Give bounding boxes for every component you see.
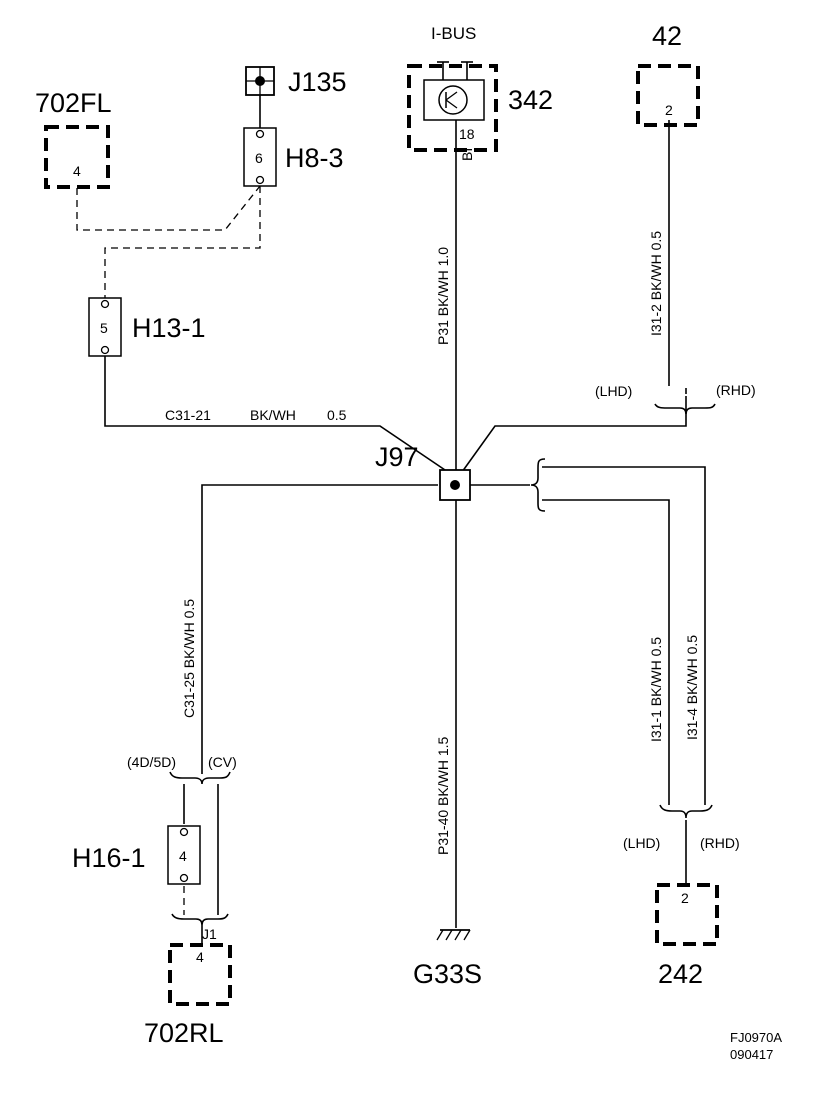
connector-h16-1-label: H16-1 <box>72 843 146 873</box>
connector-h8-3-label: H8-3 <box>285 143 344 173</box>
component-342-pin: 18 <box>459 126 475 142</box>
ground-g33s-label: G33S <box>413 959 482 989</box>
component-702rl-pin: 4 <box>196 949 204 965</box>
component-42-label: 42 <box>652 21 682 51</box>
component-42 <box>636 64 700 127</box>
component-42-pin: 2 <box>665 102 673 118</box>
wire-702fl-h8-3 <box>76 185 261 231</box>
wire-label-c31-25: C31-25 BK/WH 0.5 <box>181 599 197 718</box>
component-342-pin-color: BI <box>459 148 475 161</box>
wire-c31-25 <box>201 484 438 774</box>
wire-label-c31-21-size: 0.5 <box>327 407 347 423</box>
connector-h13-1-pin: 5 <box>100 320 108 336</box>
connector-h8-3-pin: 6 <box>255 150 263 166</box>
wire-i31-1 <box>542 499 670 805</box>
variant-rhd-bottom: (RHD) <box>700 835 740 851</box>
connector-h16-1-pin: 4 <box>179 848 187 864</box>
wire-c31-21 <box>104 355 449 473</box>
connector-j1-label: J1 <box>202 926 217 942</box>
wire-label-i31-1: I31-1 BK/WH 0.5 <box>648 637 664 742</box>
variant-brace-right <box>530 458 546 512</box>
variant-lhd-top: (LHD) <box>595 383 632 399</box>
wire-label-i31-2: I31-2 BK/WH 0.5 <box>648 231 664 336</box>
wire-label-i31-4: I31-4 BK/WH 0.5 <box>684 635 700 740</box>
component-342-bus-label: I-BUS <box>431 24 476 43</box>
wire-i31-2-link <box>461 396 687 473</box>
component-702fl <box>44 125 110 189</box>
wire-label-top-center: P31 BK/WH 1.0 <box>435 247 451 345</box>
drawing-code: FJ0970A <box>730 1030 782 1045</box>
j1-brace <box>171 913 229 926</box>
variant-brace-left <box>169 771 231 785</box>
component-702rl-label: 702RL <box>144 1018 224 1048</box>
drawing-date: 090417 <box>730 1047 773 1062</box>
variant-lhd-bottom: (LHD) <box>623 835 660 851</box>
wire-i31-4 <box>542 466 706 805</box>
component-342-label: 342 <box>508 85 553 115</box>
wire-h8-3-h13-1 <box>104 186 261 298</box>
splice-j135-label: J135 <box>288 67 347 97</box>
transistor-icon <box>438 85 468 115</box>
wire-label-bottom-center: P31-40 BK/WH 1.5 <box>435 737 451 855</box>
variant-rhd-top: (RHD) <box>716 382 756 398</box>
splice-j97-label: J97 <box>375 442 419 472</box>
component-342 <box>407 64 498 152</box>
wire-label-c31-21-id: C31-21 <box>165 407 211 423</box>
splice-j97-dot <box>450 480 460 490</box>
connector-h13-1-label: H13-1 <box>132 313 206 343</box>
component-242 <box>655 883 719 946</box>
component-702fl-pin: 4 <box>73 163 81 179</box>
wire-label-c31-21-color: BK/WH <box>250 407 296 423</box>
variant-cv: (CV) <box>208 754 237 770</box>
splice-j135-dot <box>255 76 265 86</box>
variant-brace-top <box>654 403 716 415</box>
component-242-pin: 2 <box>681 890 689 906</box>
component-702fl-label: 702FL <box>35 88 112 118</box>
component-702rl <box>168 943 232 1006</box>
variant-4d5d: (4D/5D) <box>127 754 176 770</box>
variant-brace-bottom <box>659 804 713 819</box>
component-242-label: 242 <box>658 959 703 989</box>
